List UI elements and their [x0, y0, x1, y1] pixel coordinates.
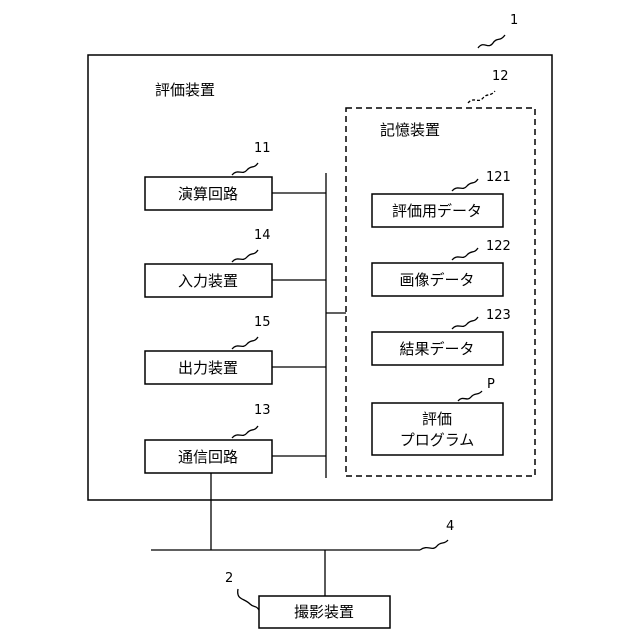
ref-122-leader — [452, 248, 478, 260]
ref-p-leader — [458, 391, 482, 401]
program-label-line1: 評価 — [422, 410, 452, 428]
evaluation-device-label: 評価装置 — [155, 81, 215, 99]
ref-11-leader — [232, 163, 258, 175]
ref-11: 11 — [254, 141, 271, 156]
ref-13-leader — [232, 426, 258, 438]
result-data-label: 結果データ — [399, 340, 474, 358]
ref-123-leader — [452, 317, 478, 329]
eval-data-label: 評価用データ — [392, 202, 482, 220]
ref-12-leader — [468, 91, 495, 103]
ref-13: 13 — [254, 403, 271, 418]
ref-4: 4 — [446, 519, 454, 534]
storage-label: 記憶装置 — [380, 121, 440, 139]
ref-2-leader — [238, 589, 259, 610]
evaluation-device-box — [88, 55, 552, 500]
ref-15-leader — [232, 337, 258, 349]
ref-121: 121 — [486, 170, 511, 185]
ref-4-leader — [420, 540, 448, 550]
ref-121-leader — [452, 179, 478, 191]
ref-12: 12 — [492, 69, 509, 84]
program-label-line2: プログラム — [400, 431, 475, 449]
ref-14: 14 — [254, 228, 271, 243]
input-device-label: 入力装置 — [178, 272, 238, 290]
arithmetic-circuit-label: 演算回路 — [178, 185, 238, 203]
camera-device-label: 撮影装置 — [294, 603, 354, 621]
image-data-label: 画像データ — [399, 271, 474, 289]
ref-2: 2 — [225, 571, 233, 586]
ref-122: 122 — [486, 239, 511, 254]
ref-14-leader — [232, 250, 258, 262]
ref-1: 1 — [510, 13, 518, 28]
ref-p: P — [487, 377, 495, 392]
ref-123: 123 — [486, 308, 511, 323]
comm-circuit-label: 通信回路 — [178, 448, 238, 466]
ref-1-leader — [478, 35, 505, 48]
output-device-label: 出力装置 — [178, 359, 238, 377]
ref-15: 15 — [254, 315, 271, 330]
